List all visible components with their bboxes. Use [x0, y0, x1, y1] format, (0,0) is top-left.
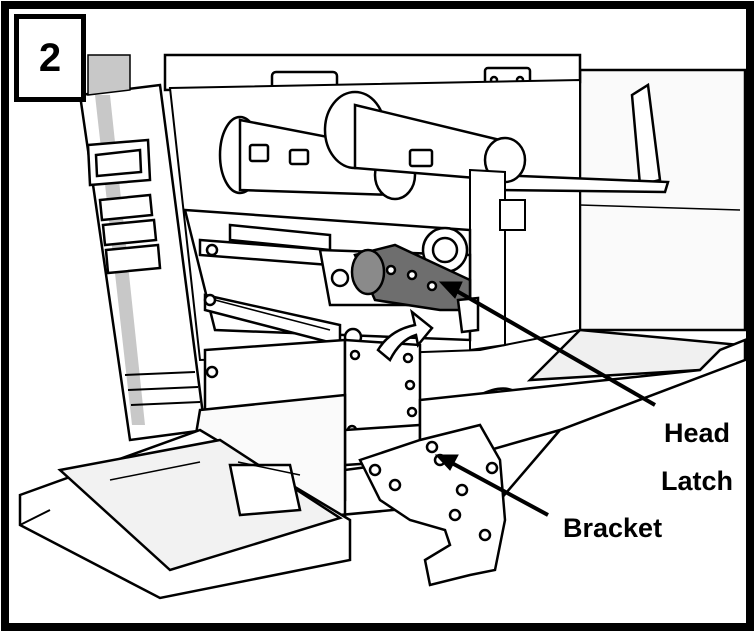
callout-bracket: Bracket [563, 513, 662, 544]
step-number-badge: 2 [14, 14, 86, 102]
side-strip [88, 55, 130, 95]
callout-head-latch-line2: Latch [661, 466, 733, 497]
callout-head-latch-line1: Head [664, 418, 730, 449]
